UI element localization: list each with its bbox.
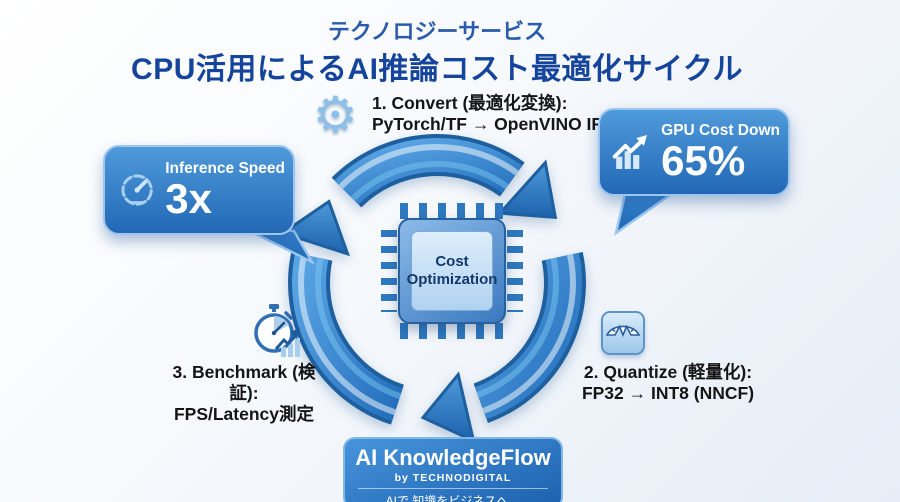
arc-left-highlight	[298, 254, 396, 416]
arrowhead-upper-left	[279, 199, 351, 257]
page-title: CPU活用によるAI推論コスト最適化サイクル	[131, 53, 743, 86]
step-convert-line2: PyTorch/TF → OpenVINO IR	[372, 114, 605, 134]
arrowhead-top-right	[496, 159, 558, 219]
chip-pins-bottom	[400, 323, 503, 339]
cpu-chip-icon: Cost Optimization	[398, 218, 506, 324]
brand-tagline: AIで 知識をビジネスへ。	[385, 494, 521, 502]
gpu-cost-value: 65%	[661, 137, 746, 184]
arc-right-sheen	[476, 257, 559, 398]
scale-dial	[605, 324, 641, 338]
gear-icon: ⚙	[313, 87, 358, 143]
right-badge-tail	[614, 188, 674, 236]
step-benchmark: 3. Benchmark (検証): FPS/Latency測定	[158, 362, 330, 425]
brand-byline: by TECHNODIGITAL	[394, 472, 512, 484]
arc-left-sheen	[314, 257, 402, 400]
chip-pins-right	[507, 230, 523, 312]
arc-right-highlight	[482, 254, 576, 414]
brand-card: AI KnowledgeFlow by TECHNODIGITAL AIで 知識…	[343, 437, 563, 502]
bar-chart-icon	[612, 135, 647, 169]
gpu-cost-label: GPU Cost Down	[661, 122, 780, 139]
chip-pins-top	[400, 203, 503, 219]
arc-left	[292, 252, 404, 421]
chip-label-line1: Cost	[435, 253, 469, 270]
speedometer-icon	[121, 174, 153, 206]
step-quantize-line2: FP32 → INT8 (NNCF)	[581, 383, 755, 403]
brand-divider	[358, 488, 548, 489]
inference-speed-badge: Inference Speed 3x	[103, 145, 295, 235]
stopwatch-icon	[254, 304, 300, 357]
arc-right	[474, 252, 582, 420]
inference-speed-value: 3x	[165, 175, 212, 222]
arrowhead-bottom	[420, 371, 476, 444]
step-quantize: 2. Quantize (軽量化): FP32 → INT8 (NNCF)	[578, 362, 758, 404]
arc-top-sheen	[350, 161, 509, 202]
step-convert: 1. Convert (最適化変換): PyTorch/TF → OpenVIN…	[372, 93, 604, 135]
brand-name: AI KnowledgeFlow	[355, 445, 551, 470]
chip-label: Cost Optimization	[407, 231, 497, 311]
arc-top	[334, 138, 523, 205]
step-benchmark-line2: FPS/Latency測定	[173, 404, 315, 424]
scale-icon	[601, 311, 645, 355]
inference-speed-label: Inference Speed	[165, 160, 285, 177]
arc-top-highlight	[338, 143, 519, 189]
step-benchmark-line1: 3. Benchmark (検証):	[172, 362, 316, 403]
step-quantize-line1: 2. Quantize (軽量化):	[583, 362, 753, 382]
header-subtitle: テクノロジーサービス	[327, 19, 547, 44]
chip-label-line2: Optimization	[406, 271, 498, 288]
chip-pins-left	[381, 230, 397, 312]
gpu-cost-badge: GPU Cost Down 65%	[598, 108, 790, 196]
step-convert-line1: 1. Convert (最適化変換):	[372, 93, 568, 113]
